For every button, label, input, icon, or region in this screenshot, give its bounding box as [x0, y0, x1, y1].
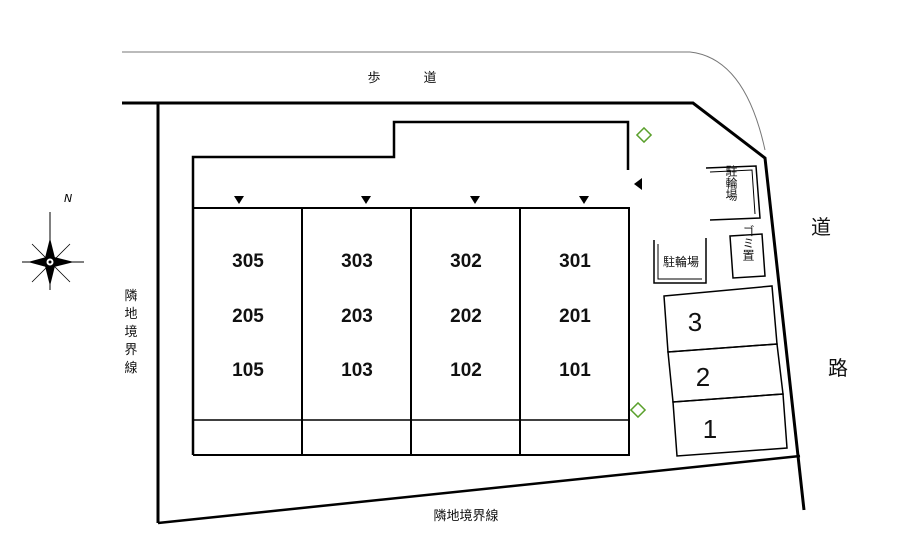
unit-number: 105	[232, 360, 264, 381]
sidewalk-label-1: 歩	[367, 71, 380, 86]
unit-number: 103	[341, 360, 373, 381]
entrance-arrow-icon	[579, 196, 589, 204]
unit-number: 205	[232, 306, 264, 327]
garbage-label: ゴミ置	[741, 224, 755, 261]
unit-number: 102	[450, 360, 482, 381]
left-boundary-label-3: 境	[124, 325, 137, 340]
bike-parking-label-2: 駐輪場	[663, 254, 699, 269]
left-boundary-label-1: 隣	[124, 288, 137, 304]
entrance-arrow-icon	[234, 196, 244, 204]
unit-number: 301	[559, 251, 591, 272]
parking-space-number: 1	[703, 414, 717, 444]
bike-parking-label-1: 駐輪場	[724, 164, 738, 202]
unit-number: 203	[341, 306, 373, 327]
sidewalk-outer-line	[122, 51, 766, 151]
unit-number: 201	[559, 306, 591, 327]
left-boundary-label-2: 地	[124, 307, 137, 322]
building-outline	[191, 120, 630, 455]
compass-icon: N	[22, 192, 84, 290]
parking-area: 3 2 1	[663, 285, 788, 457]
compass-north-label: N	[64, 192, 72, 205]
tree-icon	[629, 401, 647, 419]
unit-number: 302	[450, 251, 482, 272]
unit-number: 101	[559, 360, 591, 381]
bottom-boundary	[157, 454, 801, 525]
bike-parking-middle: 駐輪場	[653, 238, 707, 284]
parking-space-number: 2	[696, 362, 710, 392]
site-boundary	[122, 101, 806, 511]
entrance-arrow-left-icon	[634, 178, 642, 190]
sidewalk-label-2: 道	[423, 71, 436, 86]
unit-number: 202	[450, 306, 482, 327]
left-boundary-label-5: 線	[124, 360, 137, 376]
road-label-2: 路	[828, 356, 848, 380]
parking-space-number: 3	[688, 307, 702, 337]
unit-number: 305	[232, 251, 264, 272]
unit-number: 303	[341, 251, 373, 272]
bottom-boundary-label: 隣地境界線	[433, 508, 498, 524]
entrance-arrow-icon	[470, 196, 480, 204]
bike-parking-top: 駐輪場	[705, 164, 761, 221]
entrance-arrow-icon	[361, 196, 371, 204]
garbage-area: ゴミ置	[729, 224, 766, 279]
left-boundary-label-4: 界	[124, 343, 137, 358]
tree-icon	[635, 126, 653, 144]
road-label-1: 道	[811, 215, 831, 239]
